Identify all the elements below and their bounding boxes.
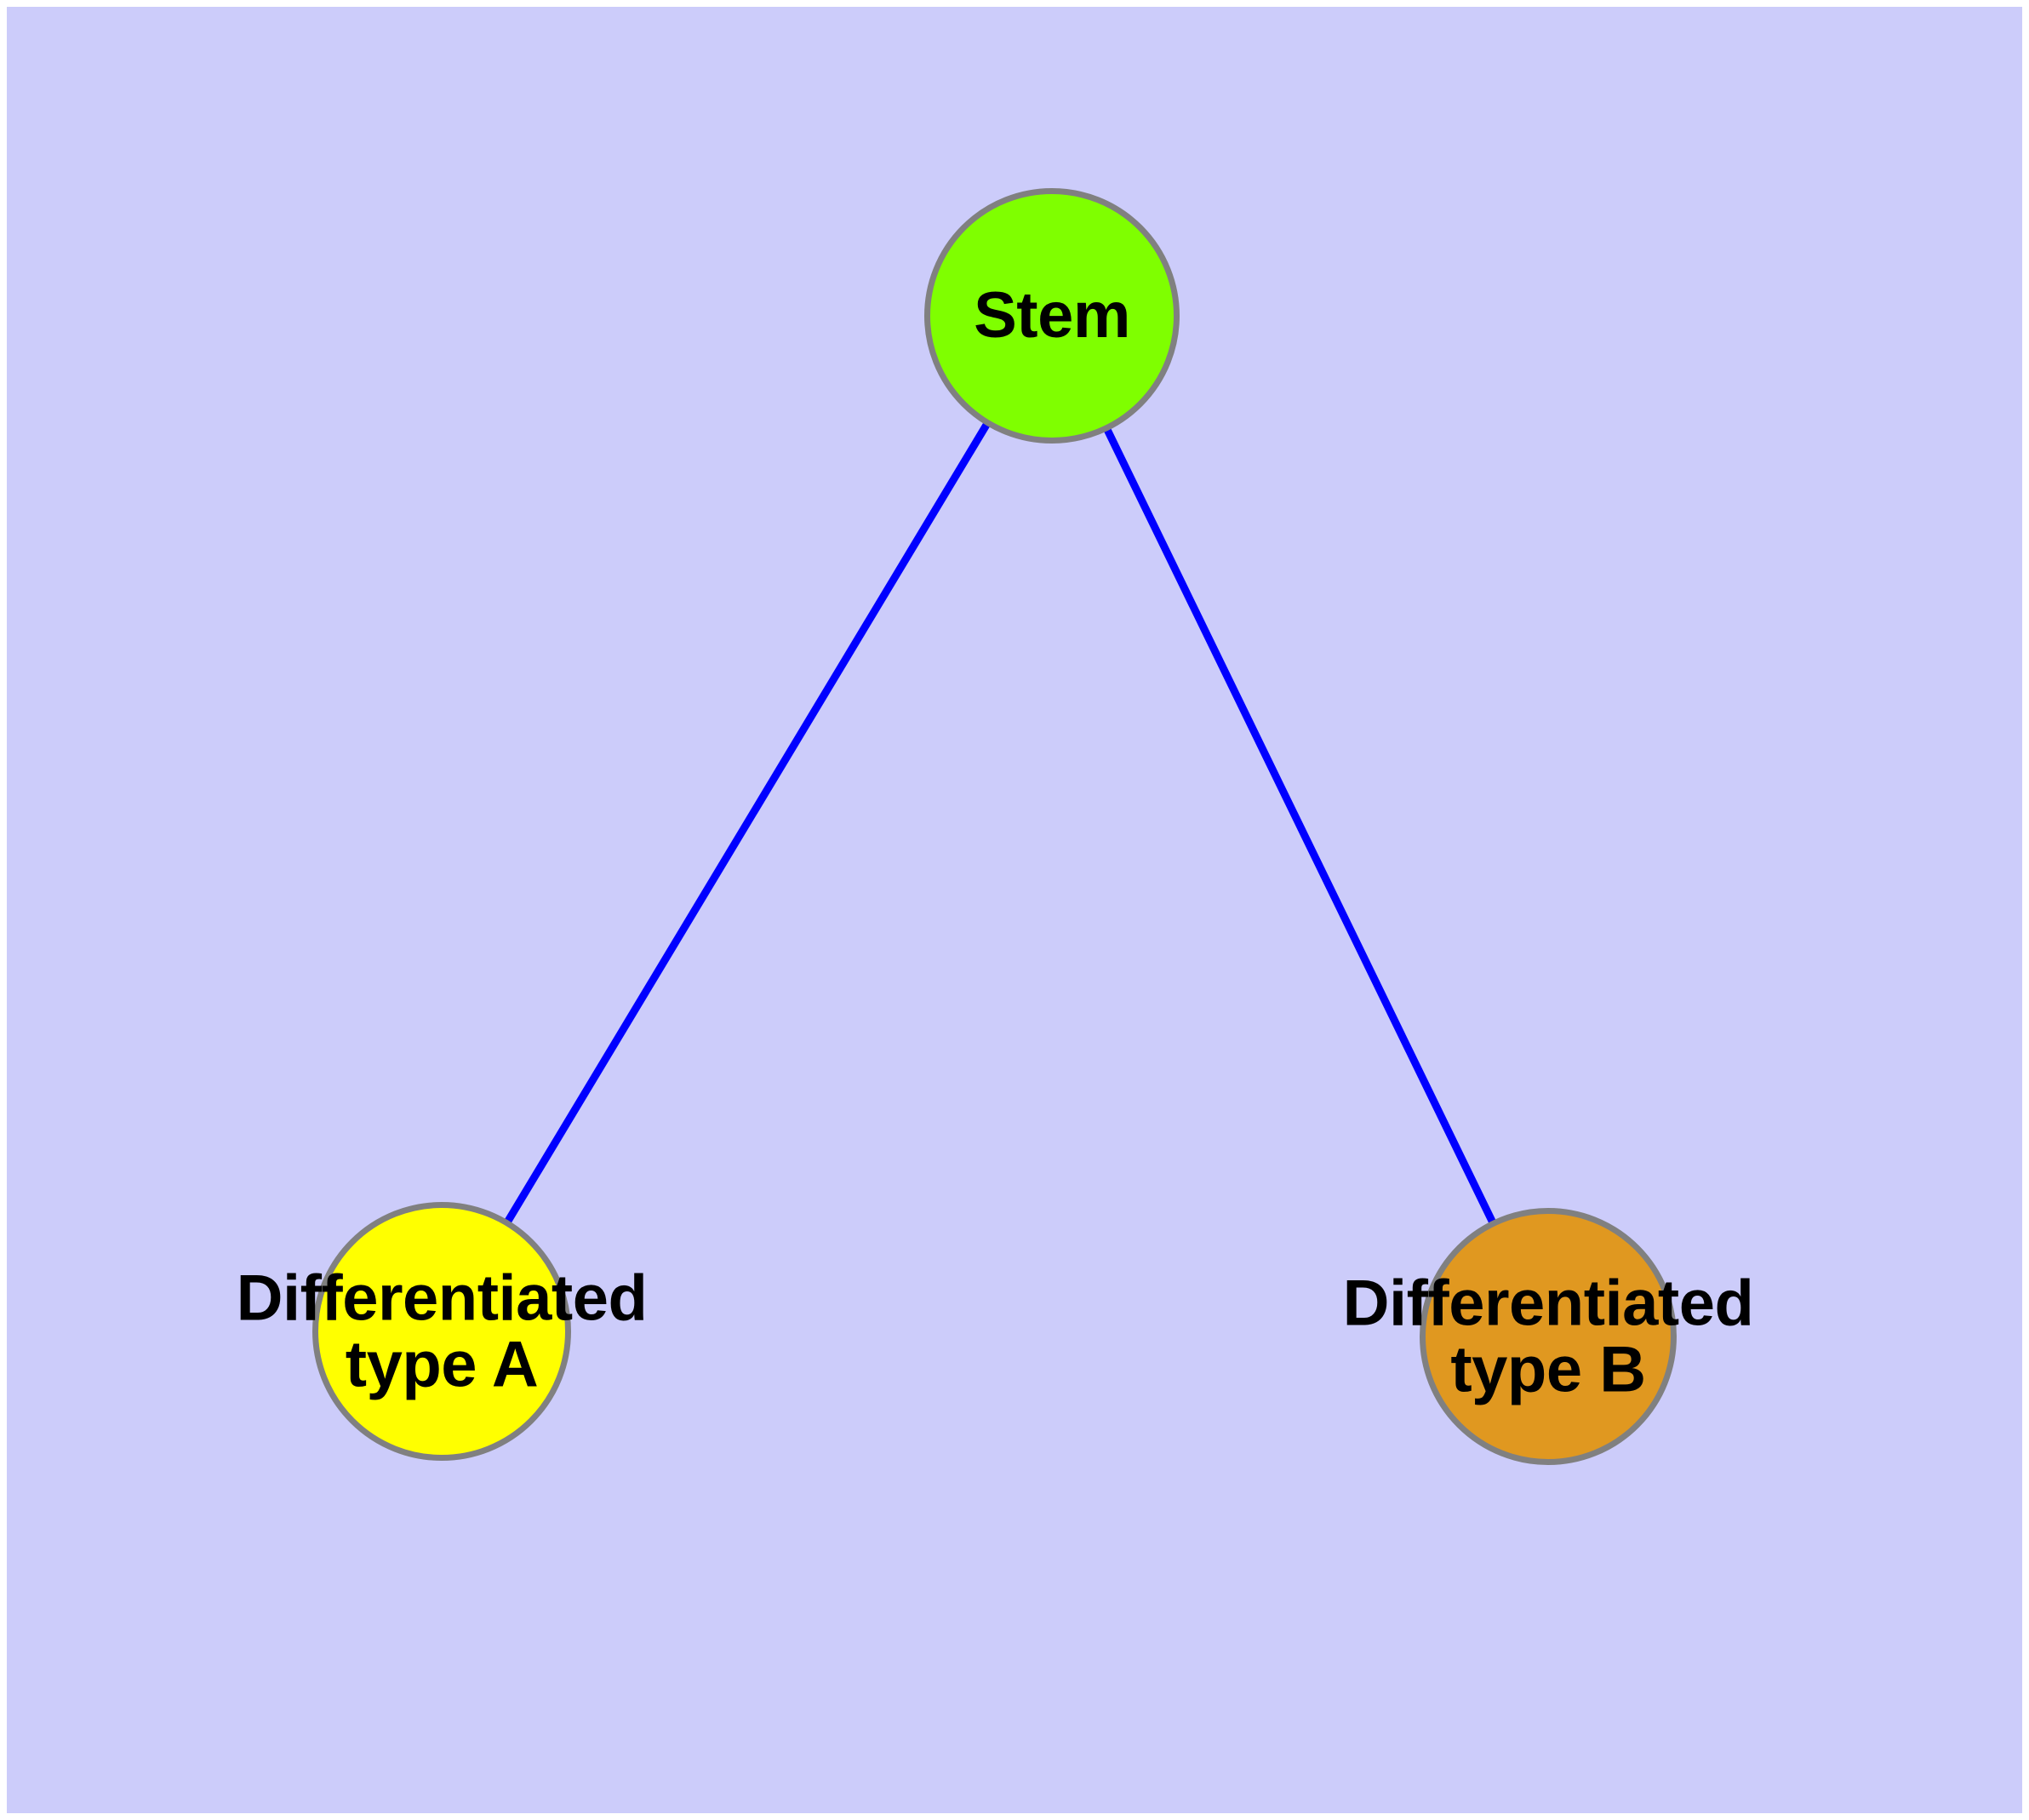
node-differentiated-type-b[interactable]	[1420, 1208, 1677, 1465]
edge-stem-to-type-b	[1048, 314, 1552, 1338]
edge-layer	[438, 313, 1552, 1338]
edge-stem-to-type-a	[438, 313, 1055, 1334]
node-stem[interactable]	[924, 188, 1180, 444]
node-differentiated-type-a[interactable]	[312, 1202, 571, 1461]
node-layer	[312, 188, 1677, 1465]
